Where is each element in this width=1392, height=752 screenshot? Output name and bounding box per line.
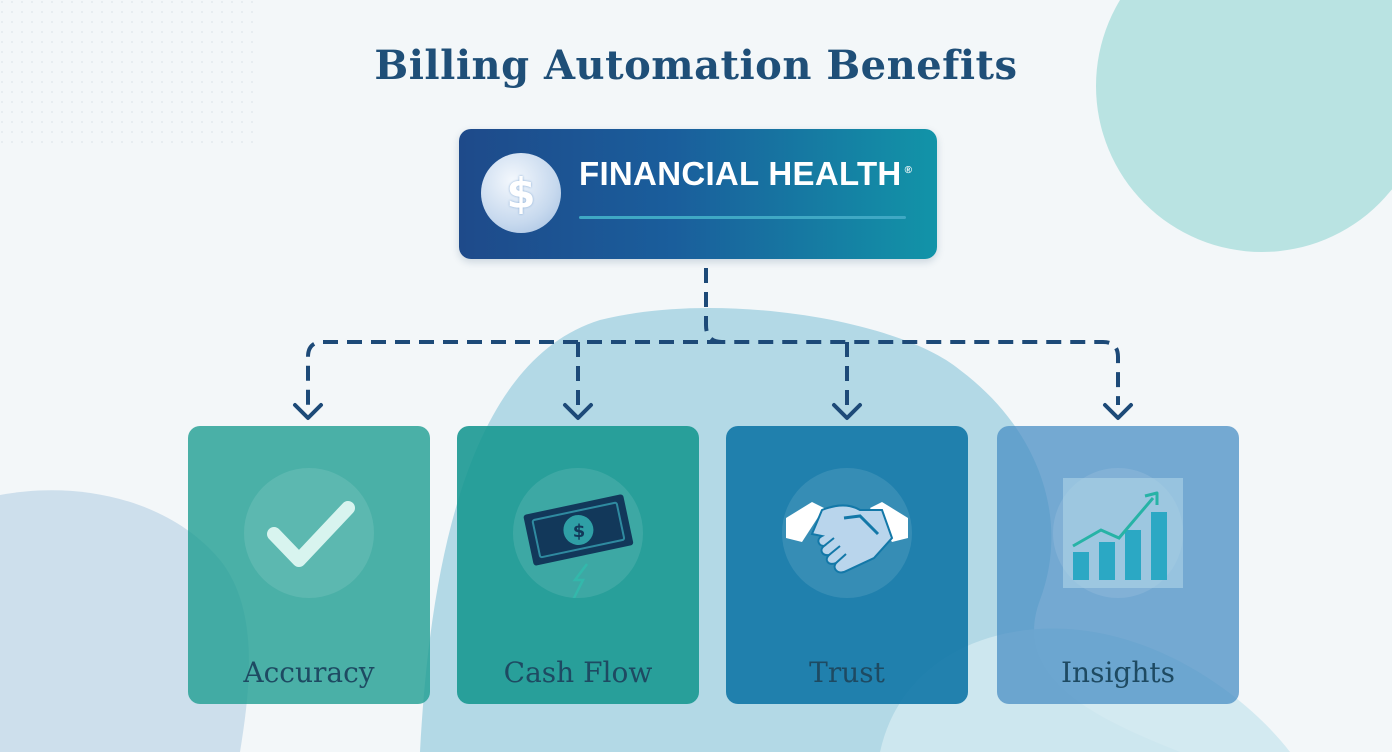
financial-health-label: FINANCIAL HEALTH® (579, 155, 912, 193)
light-blob-bottom-left (0, 490, 249, 752)
benefit-card-accuracy: Accuracy (188, 426, 430, 704)
handshake-icon (786, 502, 908, 574)
root-underline (579, 216, 906, 219)
root-label-text: FINANCIAL HEALTH (579, 155, 902, 192)
financial-health-node: $ FINANCIAL HEALTH® (459, 129, 937, 259)
dollar-coin-icon: $ (481, 153, 561, 233)
page-title: Billing Automation Benefits (374, 42, 1018, 89)
benefit-label-insights: Insights (1061, 656, 1175, 689)
bar-chart-growth-icon (1063, 478, 1183, 588)
benefit-card-trust: Trust (726, 426, 968, 704)
benefit-card-cash-flow: $ Cash Flow (457, 426, 699, 704)
banknote-symbol-layer: $ (573, 521, 586, 542)
benefit-card-insights: Insights (997, 426, 1239, 704)
teal-circle-top-right (1096, 0, 1392, 252)
dollar-symbol: $ (506, 168, 536, 218)
registered-mark: ® (904, 165, 913, 176)
arrowhead-accuracy (293, 403, 323, 420)
banknote-dollar-symbol: $ (573, 521, 586, 542)
connector-left (306, 340, 722, 405)
benefit-label-accuracy: Accuracy (243, 656, 375, 689)
connector-trunk (704, 268, 1120, 405)
arrowhead-trust (832, 403, 862, 420)
arrowhead-cash-flow (563, 403, 593, 420)
banknote-icon (523, 494, 634, 598)
benefit-label-trust: Trust (809, 656, 885, 689)
accuracy-icon-halo (244, 468, 374, 598)
dot-texture (0, 0, 260, 150)
benefit-label-cash-flow: Cash Flow (503, 656, 653, 689)
arrowhead-insights (1103, 403, 1133, 420)
checkmark-icon (267, 501, 355, 567)
